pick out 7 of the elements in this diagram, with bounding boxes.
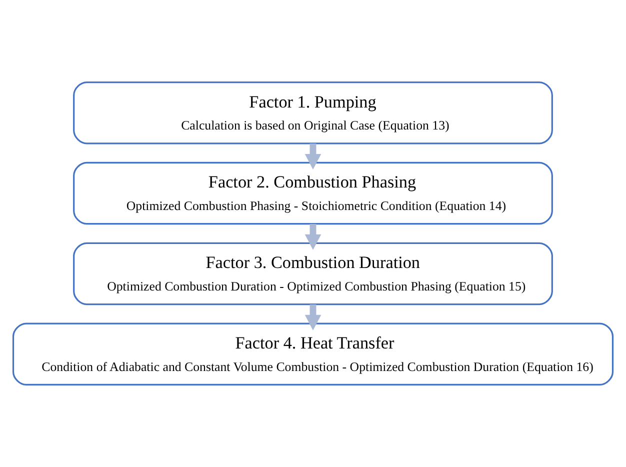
node-box: Factor 4. Heat Transfer Condition of Adiabatic and Constant Volume Combustion - Optimized Combustion Duration (Equation 16) (12, 322, 614, 386)
node-box: Factor 3. Combustion Duration Optimized Combustion Duration - Optimized Combustion Phasing (Equation 15) (73, 242, 553, 306)
arrow (304, 224, 322, 250)
node-box: Factor 1. Pumping Calculation is based on Original Case (Equation 13) (73, 81, 553, 144)
arrow (304, 304, 322, 330)
node-box: Factor 2. Combustion Phasing Optimized Combustion Phasing - Stoichiometric Condition (Equation 14) (73, 162, 553, 225)
arrow (304, 144, 322, 170)
